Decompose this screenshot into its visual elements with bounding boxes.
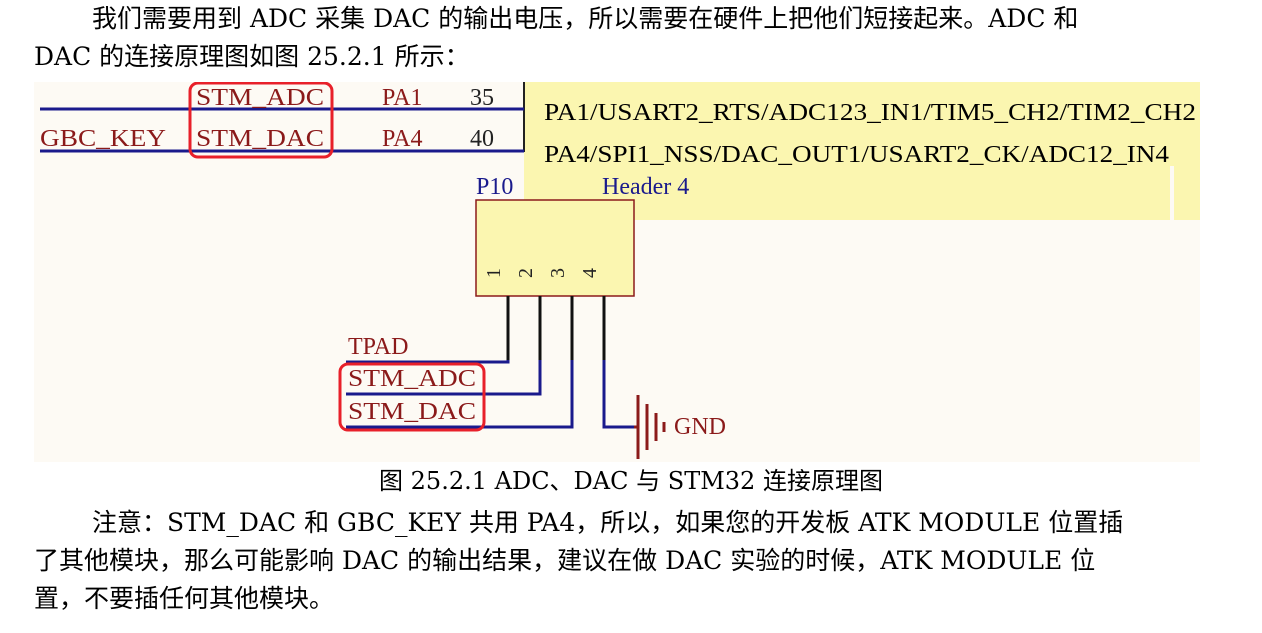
- header-pin-3: 3: [547, 268, 569, 278]
- mcu-body-tab: [1174, 166, 1200, 220]
- header-body: [475, 199, 635, 297]
- header-pin-1: 1: [483, 268, 505, 278]
- pin-number-40: 40: [470, 126, 494, 152]
- net-label-stm-dac-bottom: STM_DAC: [348, 399, 476, 425]
- net-label-gnd: GND: [674, 414, 726, 440]
- wire-gnd: [602, 360, 634, 429]
- wire-stm-dac-bottom: [346, 360, 574, 429]
- highlight-box-bottom: [338, 362, 486, 432]
- highlight-box-top: [188, 82, 334, 159]
- net-label-gbc-key: GBC_KEY: [40, 126, 166, 152]
- mcu-pin-pa4-function: PA4/SPI1_NSS/DAC_OUT1/USART2_CK/ADC12_IN…: [544, 142, 1169, 168]
- schematic-figure: STM_ADC GBC_KEY STM_DAC PA1 PA4 35 40 PA…: [34, 82, 1200, 462]
- pin-name-pa4: PA4: [382, 126, 422, 152]
- gnd-symbol: [634, 395, 666, 459]
- header-pin-4: 4: [579, 268, 601, 278]
- figure-caption: 图 25.2.1 ADC、DAC 与 STM32 连接原理图: [379, 467, 883, 495]
- header-ref: P10: [476, 174, 513, 200]
- net-label-tpad: TPAD: [348, 334, 408, 360]
- mcu-pin-pa1-function: PA1/USART2_RTS/ADC123_IN1/TIM5_CH2/TIM2_…: [544, 100, 1196, 126]
- intro-paragraph: 我们需要用到 ADC 采集 DAC 的输出电压，所以需要在硬件上把他们短接起来。…: [34, 0, 1214, 76]
- net-label-stm-dac-top: STM_DAC: [196, 126, 324, 152]
- note-line-2: 了其他模块，那么可能影响 DAC 的输出结果，建议在做 DAC 实验的时候，AT…: [34, 546, 1096, 575]
- pin-name-pa1: PA1: [382, 85, 422, 111]
- intro-line-2: DAC 的连接原理图如图 25.2.1 所示：: [34, 42, 470, 71]
- header-pin-2: 2: [515, 268, 537, 278]
- header-name: Header 4: [602, 174, 689, 200]
- intro-line-1: 我们需要用到 ADC 采集 DAC 的输出电压，所以需要在硬件上把他们短接起来。…: [92, 4, 1079, 33]
- net-label-stm-adc-bottom: STM_ADC: [348, 366, 476, 392]
- note-line-1: 注意：STM_DAC 和 GBC_KEY 共用 PA4，所以，如果您的开发板 A…: [92, 508, 1124, 537]
- mcu-body: [524, 82, 1200, 220]
- net-label-stm-adc-top: STM_ADC: [196, 85, 324, 111]
- wire-tpad: [346, 360, 510, 364]
- note-line-3: 置，不要插任何其他模块。: [34, 584, 335, 613]
- note-paragraph: 注意：STM_DAC 和 GBC_KEY 共用 PA4，所以，如果您的开发板 A…: [34, 504, 1214, 618]
- wire-stm-adc-bottom: [346, 360, 542, 396]
- pin-number-35: 35: [470, 85, 494, 111]
